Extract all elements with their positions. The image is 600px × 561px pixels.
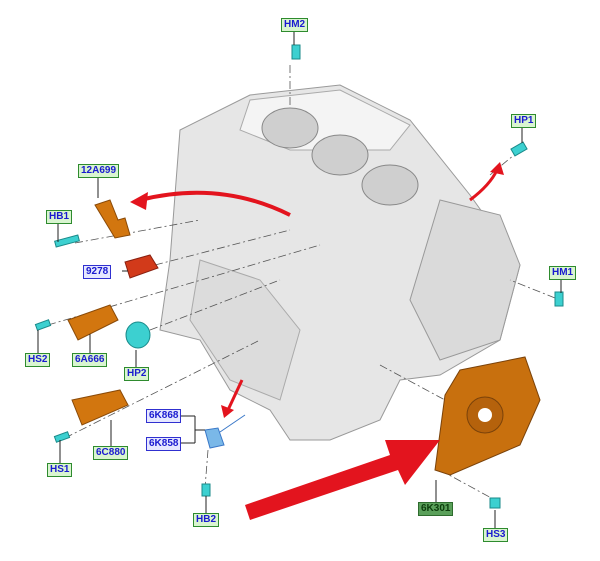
part-12A699 (94, 199, 131, 239)
label-9278[interactable]: 9278 (83, 265, 112, 279)
part-HP2 (125, 321, 151, 349)
bolts (34, 44, 564, 509)
label-HM2[interactable]: HM2 (281, 18, 309, 32)
engine-block (159, 84, 521, 441)
label-HB2[interactable]: HB2 (193, 513, 220, 527)
part-6K868 (204, 414, 246, 449)
label-12A699[interactable]: 12A699 (78, 164, 120, 178)
label-HS3[interactable]: HS3 (483, 528, 509, 542)
label-leaders (37, 30, 562, 528)
label-6K301[interactable]: 6K301 (418, 502, 454, 516)
part-9278 (124, 254, 159, 279)
part-6A666 (67, 304, 119, 341)
label-HM1[interactable]: HM1 (549, 266, 577, 280)
label-6A666[interactable]: 6A666 (72, 353, 108, 367)
direction-arrows (130, 162, 504, 520)
label-6K868[interactable]: 6K868 (146, 409, 182, 423)
large-pointer-arrow (245, 440, 440, 520)
part-6K301 (434, 356, 541, 476)
label-HP1[interactable]: HP1 (511, 114, 537, 128)
label-6K858[interactable]: 6K858 (146, 437, 182, 451)
part-6C880 (71, 389, 129, 426)
label-6C880[interactable]: 6C880 (93, 446, 129, 460)
label-HB1[interactable]: HB1 (46, 210, 73, 224)
label-HS2[interactable]: HS2 (25, 353, 51, 367)
label-HP2[interactable]: HP2 (124, 367, 150, 381)
alignment-lines (47, 65, 556, 501)
label-HS1[interactable]: HS1 (47, 463, 73, 477)
